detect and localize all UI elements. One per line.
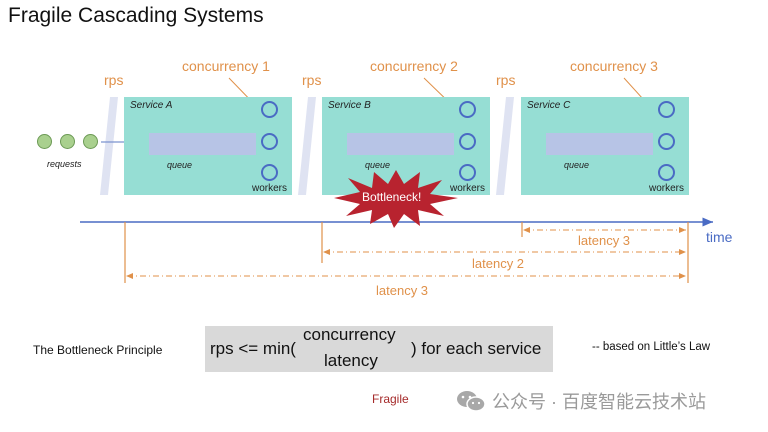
watermark-text: 公众号 · 百度智能云技术站 (492, 392, 706, 412)
formula-denominator: latency (324, 351, 378, 370)
rps-label-1: rps (104, 72, 124, 88)
watermark: 公众号 · 百度智能云技术站 (456, 388, 706, 414)
latency-label-b: latency 2 (472, 256, 525, 271)
worker-icon (261, 101, 278, 118)
concurrency-label-3: concurrency 3 (570, 58, 658, 74)
latency-label-total: latency 3 (376, 283, 429, 298)
worker-icon (658, 101, 675, 118)
latency-label-c: latency 3 (578, 233, 631, 248)
service-name: Service B (328, 100, 371, 111)
rps-bar-1 (100, 97, 118, 195)
worker-icon (658, 164, 675, 181)
service-name: Service A (130, 100, 173, 111)
principle-name: The Bottleneck Principle (33, 343, 163, 357)
queue-bar (347, 133, 454, 155)
formula-box (205, 326, 553, 372)
request-dot (37, 134, 52, 149)
rps-label-2: rps (302, 72, 322, 88)
formula-prefix: rps <= min( (210, 339, 296, 358)
service-b-box: Service B queue workers (322, 97, 490, 195)
queue-bar (149, 133, 256, 155)
worker-icon (261, 164, 278, 181)
service-name: Service C (527, 100, 571, 111)
service-c-box: Service C queue workers (521, 97, 689, 195)
request-dot (83, 134, 98, 149)
worker-icon (261, 133, 278, 150)
formula-suffix: ) for each service (411, 339, 542, 358)
queue-bar (546, 133, 653, 155)
littles-law-attribution: -- based on Little’s Law (592, 341, 711, 353)
queue-label: queue (564, 160, 590, 170)
queue-label: queue (365, 160, 391, 170)
wechat-icon (457, 391, 486, 412)
queue-label: queue (167, 160, 193, 170)
workers-label: workers (450, 183, 486, 194)
bottleneck-burst-icon (334, 170, 458, 228)
page-title: Fragile Cascading Systems (8, 4, 264, 27)
workers-label: workers (252, 183, 288, 194)
requests-label: requests (47, 159, 82, 169)
bottleneck-label: Bottleneck! (362, 190, 422, 204)
concurrency-label-1: concurrency 1 (182, 58, 270, 74)
formula-numerator: concurrency (303, 325, 396, 344)
workers-label: workers (649, 183, 685, 194)
service-a-box: Service A queue workers (124, 97, 292, 195)
fragile-label: Fragile (372, 392, 409, 406)
worker-icon (459, 101, 476, 118)
worker-icon (658, 133, 675, 150)
concurrency-label-2: concurrency 2 (370, 58, 458, 74)
time-label: time (706, 229, 733, 245)
worker-icon (459, 133, 476, 150)
worker-icon (459, 164, 476, 181)
request-dot (60, 134, 75, 149)
rps-bar-2 (298, 97, 316, 195)
rps-label-3: rps (496, 72, 516, 88)
rps-bar-3 (496, 97, 514, 195)
